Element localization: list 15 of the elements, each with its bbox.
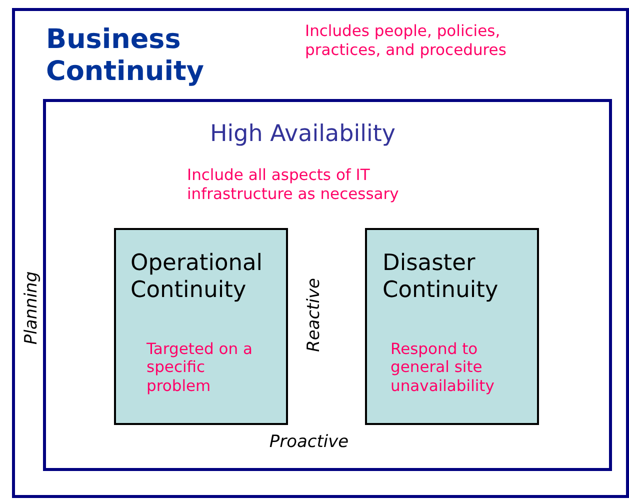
box-heading: Operational Continuity xyxy=(130,250,264,304)
box-description: Respond to general site unavailability xyxy=(390,340,496,396)
frame-heading: Business Continuity xyxy=(46,24,205,89)
axis-label: Proactive xyxy=(269,432,349,452)
concept-box xyxy=(114,228,288,425)
axis-label: Planning xyxy=(22,271,42,345)
note-text: Includes people, policies, practices, and procedures xyxy=(305,22,508,60)
concept-box xyxy=(365,228,539,425)
inner-frame xyxy=(43,99,612,471)
box-heading: Disaster Continuity xyxy=(382,250,500,304)
outer-frame xyxy=(12,8,629,498)
section-heading: High Availability xyxy=(210,121,397,149)
note-text: Include all aspects of IT infrastructure as necessary xyxy=(187,166,400,204)
axis-label: Reactive xyxy=(304,278,324,352)
box-description: Targeted on a specific problem xyxy=(146,340,254,396)
